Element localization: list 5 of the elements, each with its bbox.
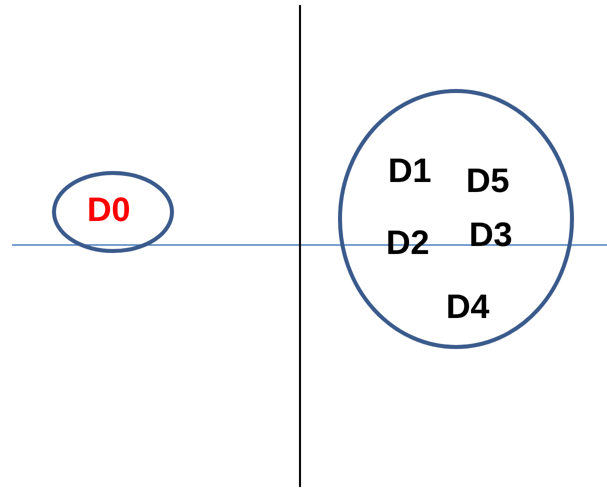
data-point-label: D5: [466, 163, 510, 199]
data-point-label: D1: [388, 153, 432, 189]
data-point-label: D4: [446, 289, 490, 325]
data-point-label: D0: [87, 192, 130, 228]
data-point-label: D3: [469, 217, 512, 253]
